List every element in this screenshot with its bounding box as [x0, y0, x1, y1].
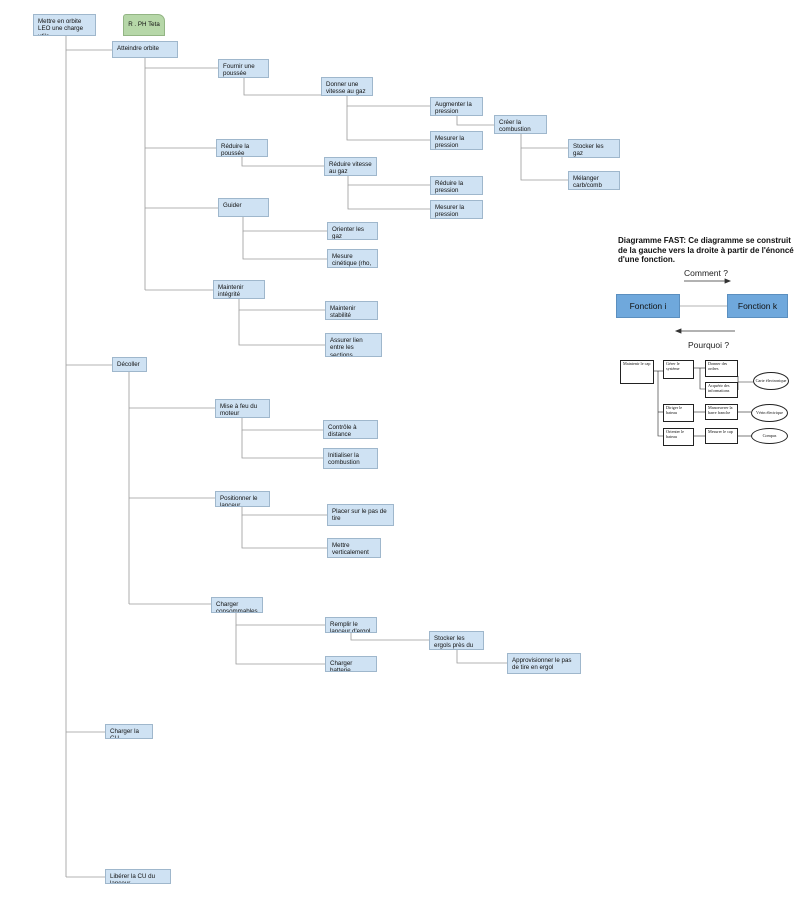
- node-augmenter-pression[interactable]: Augmenter la pression: [430, 97, 483, 116]
- legend-fonction-k: Fonction k: [727, 294, 788, 318]
- node-remplir-ergol[interactable]: Remplir le lanceur d'ergol: [325, 617, 377, 633]
- node-charger-batterie[interactable]: Charger batterie: [325, 656, 377, 672]
- node-reduire-vitesse[interactable]: Réduire vitesse au gaz: [324, 157, 377, 176]
- node-mesurer-pression-1[interactable]: Mesurer la pression: [430, 131, 483, 150]
- node-reduire-pression[interactable]: Réduire la pression: [430, 176, 483, 195]
- mini-manoeuvrer-barre: Manoeuvrer la barre franche: [705, 404, 738, 420]
- node-charger-cu[interactable]: Charger la CU: [105, 724, 153, 739]
- node-initialiser-combustion[interactable]: Initialiser la combustion: [323, 448, 378, 469]
- node-approvisionner[interactable]: Approvisionner le pas de tire en ergol: [507, 653, 581, 674]
- root-function-node[interactable]: Mettre en orbite LEO une charge utile: [33, 14, 96, 36]
- node-mise-a-feu[interactable]: Mise à feu du moteur: [215, 399, 270, 418]
- node-mesure-cinetique[interactable]: Mesure cinétique (rho, teta, phy....): [327, 249, 378, 268]
- mini-gerer-systeme: Gérer le système: [663, 360, 694, 379]
- node-controle-distance[interactable]: Contrôle à distance: [323, 420, 378, 439]
- mini-diriger-bateau: Diriger le bateau: [663, 404, 694, 422]
- mini-carte-ellipse: Carte électronique: [753, 372, 789, 390]
- node-placer-pas-tire[interactable]: Placer sur le pas de tire: [327, 504, 394, 526]
- tag-node: R . PH Teta: [123, 14, 165, 36]
- mini-mesurer-cap: Mesurer le cap: [705, 428, 738, 444]
- node-stocker-ergols[interactable]: Stocker les ergols près du lanceur: [429, 631, 484, 650]
- node-creer-combustion[interactable]: Créer la combustion: [494, 115, 547, 134]
- node-guider[interactable]: Guider: [218, 198, 269, 217]
- mini-donner-ordres: Donner des ordres: [705, 360, 738, 377]
- node-maintenir-integrite[interactable]: Maintenir intégrité physique: [213, 280, 265, 299]
- node-donner-vitesse[interactable]: Donner une vitesse au gaz: [321, 77, 373, 96]
- mini-compas-ellipse: Compas: [751, 428, 788, 444]
- node-decoller[interactable]: Décoller: [112, 357, 147, 372]
- node-mettre-vertical[interactable]: Mettre verticalement: [327, 538, 381, 558]
- node-assurer-lien[interactable]: Assurer lien entre les sections principa…: [325, 333, 382, 357]
- node-melanger[interactable]: Mélanger carb/comb: [568, 171, 620, 190]
- legend-fonction-i: Fonction i: [616, 294, 680, 318]
- legend-comment-label: Comment ?: [684, 268, 728, 278]
- node-orienter-gaz[interactable]: Orienter les gaz: [327, 222, 378, 240]
- legend-title: Diagramme FAST: Ce diagramme se construi…: [618, 236, 794, 264]
- mini-acquerir-info: Acquérir des informations: [705, 382, 738, 398]
- node-maintenir-stabilite[interactable]: Maintenir stabilité: [325, 301, 378, 320]
- node-liberer-cu[interactable]: Libérer la CU du lanceur: [105, 869, 171, 884]
- node-fournir-poussee[interactable]: Fournir une poussée: [218, 59, 269, 78]
- legend-pourquoi-label: Pourquoi ?: [688, 340, 730, 350]
- node-positionner-lanceur[interactable]: Positionner le lanceur: [215, 491, 270, 507]
- mini-maintenir-cap: Maintenir le cap: [620, 360, 654, 384]
- node-stocker-gaz[interactable]: Stocker les gaz: [568, 139, 620, 158]
- node-reduire-poussee[interactable]: Réduire la poussée: [216, 139, 268, 157]
- node-atteindre-orbite[interactable]: Atteindre orbite: [112, 41, 178, 58]
- mini-verin-ellipse: Vérin électrique: [751, 404, 788, 422]
- node-charger-consommables[interactable]: Charger consommables: [211, 597, 263, 613]
- mini-orienter-bateau: Orienter le bateau: [663, 428, 694, 446]
- node-mesurer-pression-2[interactable]: Mesurer la pression: [430, 200, 483, 219]
